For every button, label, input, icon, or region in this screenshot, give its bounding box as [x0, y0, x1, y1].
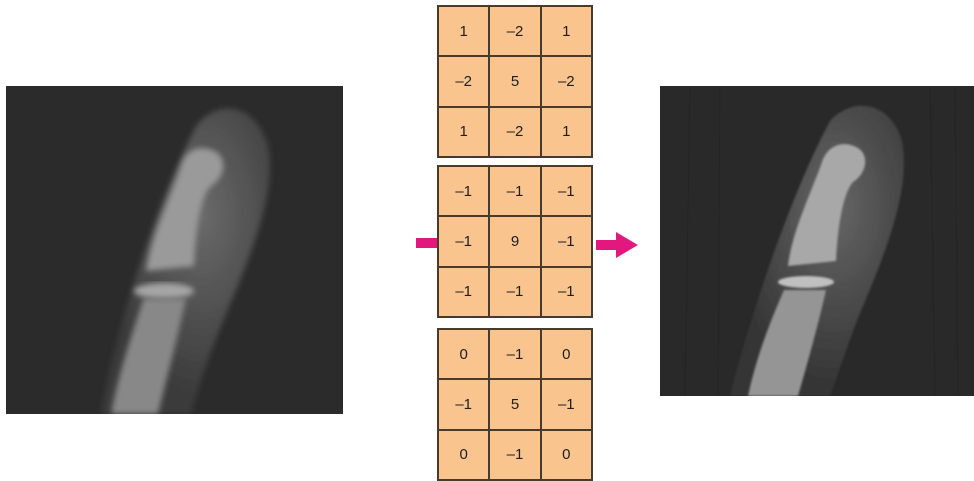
kernel-3: 0 –1 0 –1 5 –1 0 –1 0	[437, 328, 593, 481]
kernel-cell: 1	[541, 107, 591, 156]
kernel-1: 1 –2 1 –2 5 –2 1 –2 1	[437, 5, 593, 158]
kernel-cell: –2	[490, 7, 540, 56]
output-arrow-icon	[596, 232, 638, 258]
kernel-cell: –1	[541, 380, 591, 429]
kernel-cell: –1	[439, 217, 489, 266]
kernel-cell: –2	[439, 57, 489, 106]
input-arrow-icon	[416, 238, 438, 248]
kernel-cell: –1	[439, 380, 489, 429]
kernel-cell: –1	[541, 267, 591, 316]
kernel-cell: –1	[490, 330, 540, 379]
kernel-cell: 0	[439, 430, 489, 479]
kernel-cell: 0	[541, 430, 591, 479]
kernel-cell: –1	[541, 167, 591, 216]
original-xray-image	[6, 86, 343, 414]
kernel-cell: –1	[490, 167, 540, 216]
kernel-cell: –1	[439, 167, 489, 216]
kernel-cell: 5	[490, 57, 540, 106]
kernel-cell: 9	[490, 217, 540, 266]
kernel-cell: 1	[439, 107, 489, 156]
kernel-cell: 5	[490, 380, 540, 429]
kernel-cell: –2	[490, 107, 540, 156]
kernel-cell: 0	[439, 330, 489, 379]
sharpened-xray-image	[660, 86, 974, 396]
kernel-cell: –1	[490, 430, 540, 479]
kernel-cell: –2	[541, 57, 591, 106]
kernel-2: –1 –1 –1 –1 9 –1 –1 –1 –1	[437, 165, 593, 318]
kernel-cell: 0	[541, 330, 591, 379]
kernel-cell: 1	[541, 7, 591, 56]
kernel-cell: –1	[439, 267, 489, 316]
kernel-cell: 1	[439, 7, 489, 56]
kernel-cell: –1	[490, 267, 540, 316]
kernel-cell: –1	[541, 217, 591, 266]
